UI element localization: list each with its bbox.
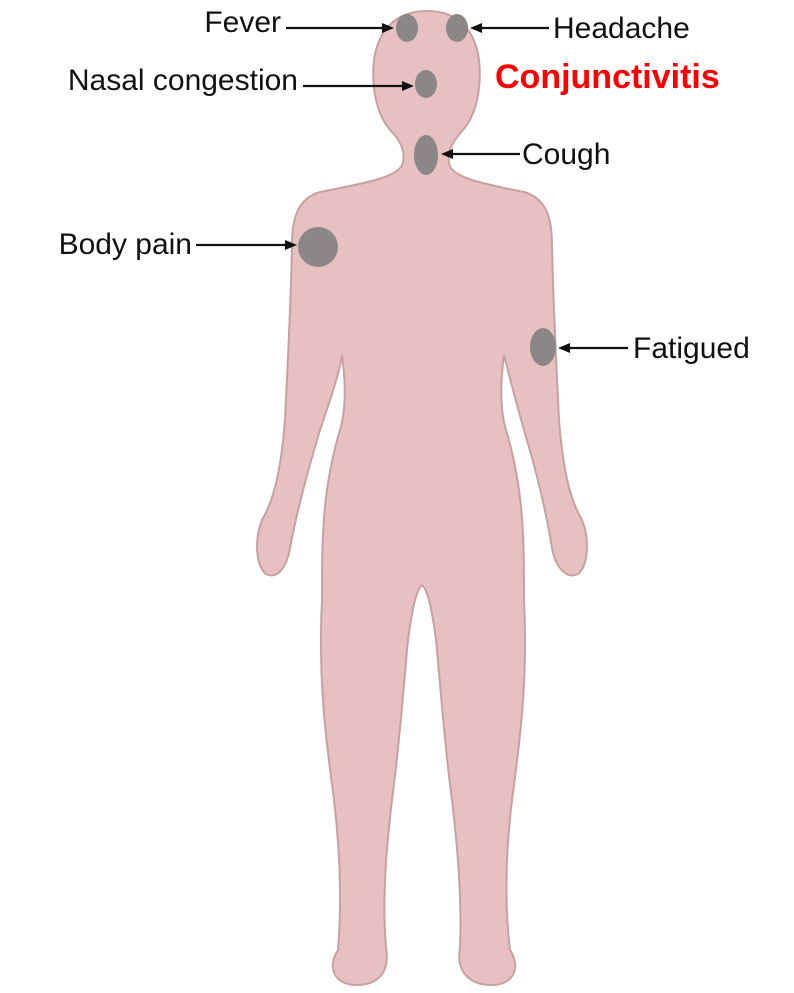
headache-spot — [446, 14, 468, 42]
headache-arrow-head — [470, 23, 482, 33]
conjunctivitis-label: Conjunctivitis — [495, 58, 720, 96]
cough-label: Cough — [522, 138, 610, 171]
cough-spot — [414, 135, 438, 175]
fatigued-spot — [530, 328, 556, 366]
body-pain-label: Body pain — [59, 228, 192, 261]
fever-spot — [396, 14, 418, 42]
headache-label: Headache — [553, 12, 690, 45]
body-pain-spot — [298, 227, 338, 267]
nasal-congestion-label: Nasal congestion — [68, 64, 298, 97]
fatigued-label: Fatigued — [633, 332, 750, 365]
fatigued-arrow-head — [558, 343, 570, 353]
nasal-congestion-spot — [415, 70, 437, 98]
fever-label: Fever — [204, 6, 281, 39]
